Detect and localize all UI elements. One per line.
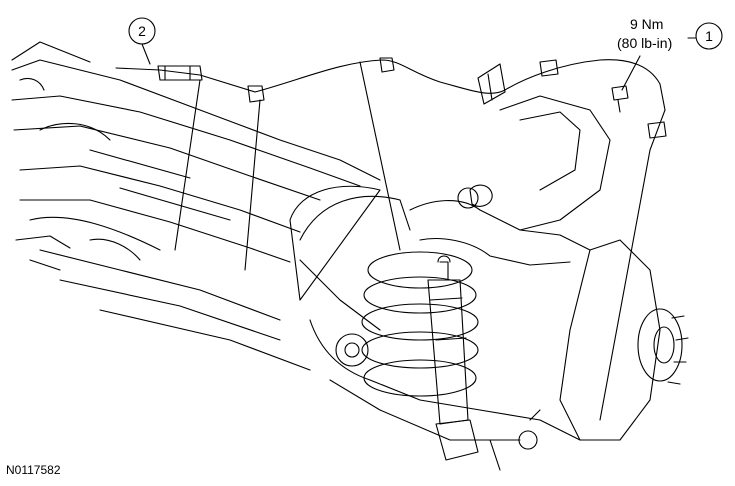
- torque-value-imperial: (80 lb-in): [617, 35, 673, 51]
- leader-lines: [174, 61, 401, 271]
- harness-bracket: [477, 63, 506, 105]
- upper-ball-joint: [457, 187, 479, 209]
- spring-coil-1: [363, 276, 477, 314]
- hub-studs: [667, 315, 689, 385]
- stabilizer-link: [489, 409, 541, 471]
- bracket-bolt: [611, 85, 629, 113]
- subframe-crossmember: [11, 59, 381, 263]
- upper-mount-bracket: [499, 95, 611, 231]
- torque-value: 9 Nm: [630, 16, 664, 32]
- harness-clip-2: [379, 57, 395, 73]
- sensor-harness-wire: [115, 59, 666, 421]
- backing-plate: [289, 185, 381, 301]
- spring-coil-3: [361, 331, 479, 369]
- harness-clip-3: [539, 59, 559, 77]
- wheel-hub: [637, 308, 683, 382]
- subframe-detail: [29, 122, 311, 371]
- lower-arm-bushing: [335, 333, 369, 367]
- upper-control-arm: [409, 184, 591, 266]
- shock-lower-mount: [435, 419, 479, 461]
- callout-leader-2: [141, 43, 151, 65]
- sensor-connector: [157, 65, 203, 81]
- lower-arm-bushing-inner: [344, 342, 360, 358]
- callout-circle-1: [695, 22, 723, 50]
- callout-number-1: 1: [705, 28, 713, 44]
- torque-leader: [621, 55, 641, 91]
- lower-control-arm: [299, 195, 581, 441]
- steering-knuckle: [559, 239, 661, 441]
- spring-coil-2: [361, 303, 479, 341]
- harness-clip-4: [647, 121, 667, 139]
- spring-coil-4: [363, 359, 477, 397]
- frame-rail: [11, 41, 141, 271]
- wheel-hub-inner: [653, 326, 675, 364]
- spring-seat-upper: [367, 251, 473, 289]
- lower-ball-joint: [518, 430, 538, 450]
- harness-clip-1: [247, 85, 265, 103]
- figure-id: N0117582: [6, 463, 61, 477]
- callout-number-2: 2: [138, 23, 146, 39]
- shock-absorber-rod: [437, 255, 451, 281]
